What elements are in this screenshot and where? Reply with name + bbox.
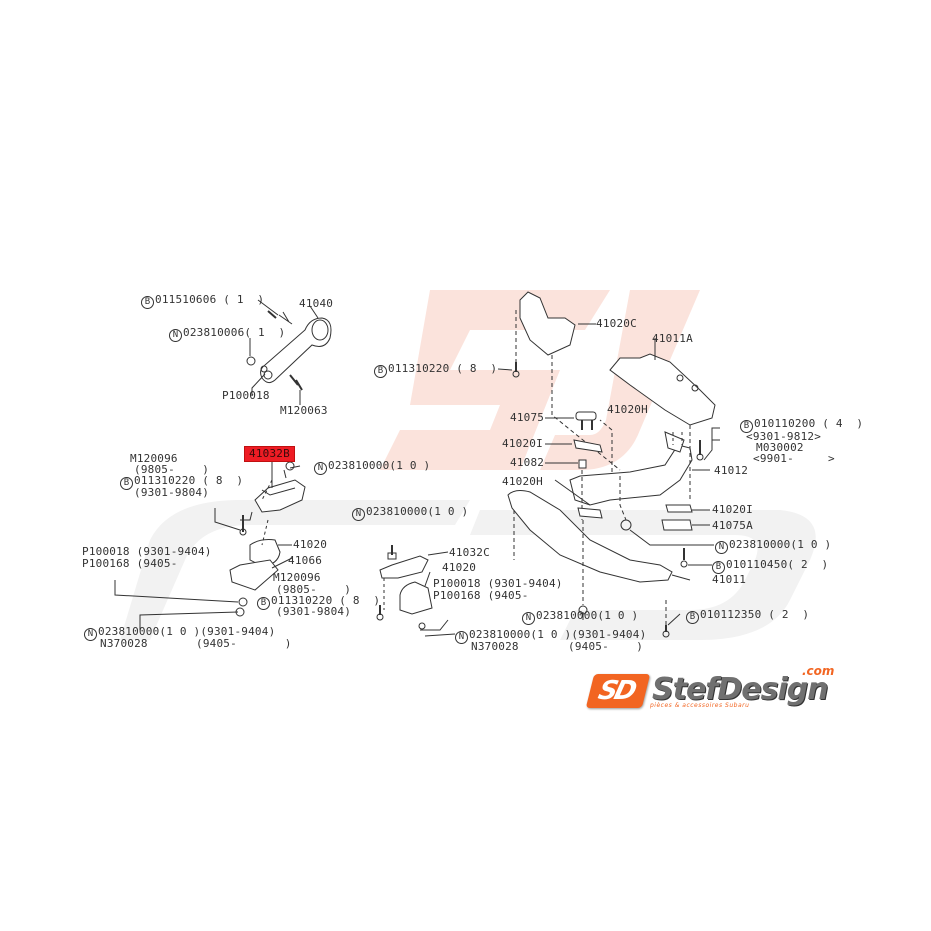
- label-part-M030002: M030002: [756, 441, 804, 454]
- label-part-41082: 41082: [510, 456, 545, 469]
- label-part-41020C: 41020C: [596, 317, 637, 330]
- label-part-41032C: 41032C: [449, 546, 490, 559]
- nut-n-icon: N: [455, 631, 468, 644]
- label-part-41020-b: 41020: [442, 561, 477, 574]
- nut-n-icon: N: [715, 541, 728, 554]
- label-part-P100168-dated: P100168 (9405-: [82, 557, 178, 570]
- label-date-9301-9804-b: (9301-9804): [276, 605, 352, 618]
- label-part-41020H: 41020H: [607, 403, 648, 416]
- label-part-41066: 41066: [288, 554, 323, 567]
- label-part-N370028-b: N370028: [471, 640, 519, 653]
- nut-n-icon: N: [314, 462, 327, 475]
- label-date-9805-b: (9805- ): [276, 583, 352, 596]
- label-part-N370028: N370028: [100, 637, 148, 650]
- logo-tagline: pièces & accessoires Subaru: [650, 702, 750, 709]
- watermark-logo: [120, 290, 816, 640]
- label-part-41020I: 41020I: [502, 437, 543, 450]
- bolt-b-icon: B: [686, 611, 699, 624]
- label-part-41040: 41040: [299, 297, 334, 310]
- bolt-b-icon: B: [120, 477, 133, 490]
- label-part-41032B-highlighted[interactable]: 41032B: [244, 446, 295, 462]
- nut-n-icon: N: [169, 329, 182, 342]
- label-date-9301-9804: (9301-9804): [134, 486, 210, 499]
- nut-n-icon: N: [352, 508, 365, 521]
- diagram-linework: [114, 291, 720, 638]
- bolt-b-icon: B: [141, 296, 154, 309]
- label-date-9805: (9805- ): [134, 463, 210, 476]
- bolt-b-icon: B: [374, 365, 387, 378]
- label-part-41075A: 41075A: [712, 519, 753, 532]
- label-part-P100168-b: P100168 (9405-: [433, 589, 529, 602]
- label-part-41020: 41020: [293, 538, 328, 551]
- nut-n-icon: N: [522, 612, 535, 625]
- stefdesign-logo: SD StefDesign .com pièces & accessoires …: [585, 664, 850, 716]
- label-part-P100018-dated: P100018 (9301-9404): [82, 545, 212, 558]
- label-part-P100018-b: P100018 (9301-9404): [433, 577, 563, 590]
- label-part-M120063: M120063: [280, 404, 328, 417]
- bolt-b-icon: B: [257, 597, 270, 610]
- logo-name: StefDesign: [652, 672, 829, 707]
- label-date-9301-9812: <9301-9812>: [746, 430, 822, 443]
- bolt-b-icon: B: [740, 420, 753, 433]
- label-date-9405-b: (9405- ): [568, 640, 644, 653]
- label-date-9405: (9405- ): [196, 637, 292, 650]
- label-part-41020I-b: 41020I: [712, 503, 753, 516]
- label-date-9901: <9901- >: [753, 452, 835, 465]
- label-part-41012: 41012: [714, 464, 749, 477]
- label-part-41020H-b: 41020H: [502, 475, 543, 488]
- label-part-41011: 41011: [712, 573, 747, 586]
- logo-domain: .com: [802, 664, 835, 678]
- logo-mark: SD: [585, 674, 651, 708]
- label-part-41075: 41075: [510, 411, 545, 424]
- label-part-M120096-b: M120096: [273, 571, 321, 584]
- bolt-b-icon: B: [712, 561, 725, 574]
- label-part-41011A: 41011A: [652, 332, 693, 345]
- nut-n-icon: N: [84, 628, 97, 641]
- label-part-M120096: M120096: [130, 452, 178, 465]
- label-part-P100018: P100018: [222, 389, 270, 402]
